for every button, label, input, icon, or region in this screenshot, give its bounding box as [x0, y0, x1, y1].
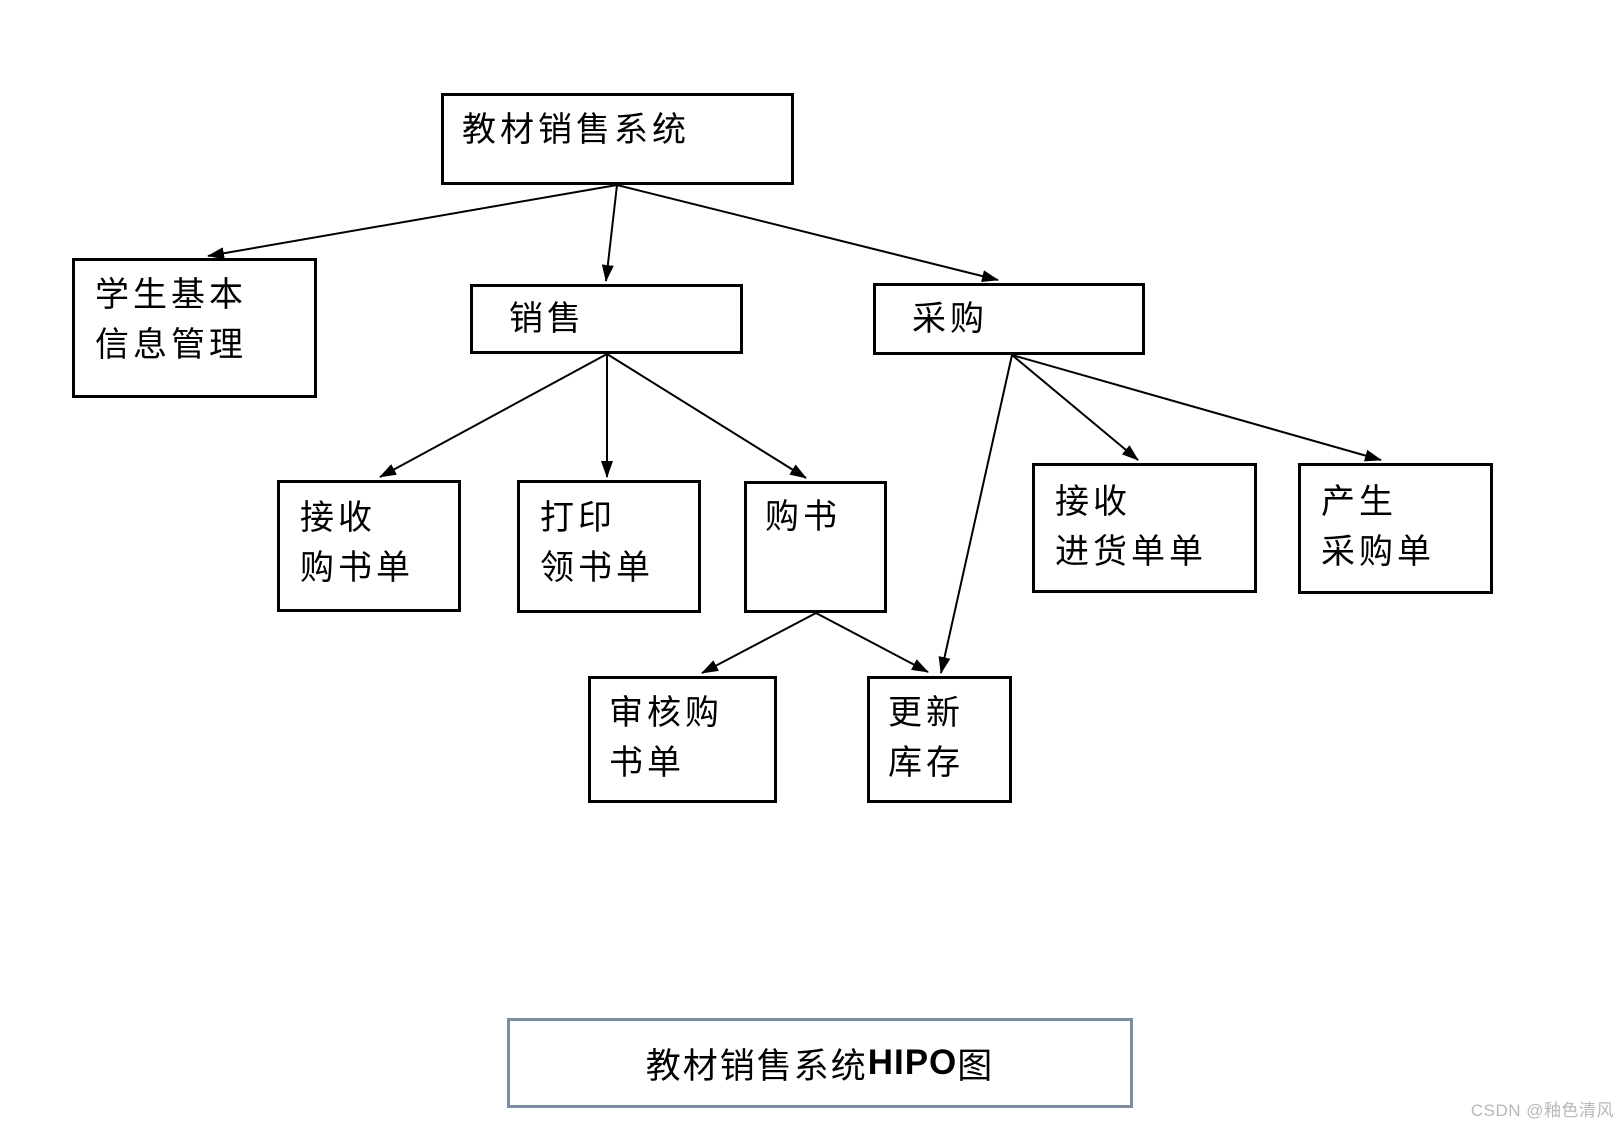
node-update-inventory: 更新 库存 — [867, 676, 1012, 803]
node-label-line1: 接收 — [1055, 484, 1131, 521]
edge-sales-to-buy-books — [606, 353, 807, 479]
edge-purchase-to-generate-purchase-order — [1011, 354, 1382, 462]
csdn-watermark: CSDN @釉色清风 — [1470, 1101, 1614, 1120]
node-sales: 销售 — [470, 284, 743, 354]
node-root-textbook-sales-system: 教材销售系统 — [441, 93, 794, 185]
caption-text-suffix: 图 — [957, 1046, 995, 1086]
caption-text-prefix: 教材销售系统 — [645, 1046, 868, 1086]
node-label-line1: 产生 — [1321, 484, 1397, 521]
edge-root-to-student-info — [207, 184, 618, 260]
edge-sales-to-receive-book-order — [379, 353, 608, 478]
edge-root-to-purchase — [616, 184, 999, 282]
node-label-line1: 审核购 — [609, 695, 723, 732]
node-label: 教材销售系统 — [462, 112, 690, 149]
edge-root-to-sales — [601, 184, 618, 282]
node-label-line2: 书单 — [609, 745, 685, 782]
node-label-line1: 接收 — [300, 500, 376, 537]
node-buy-books: 购书 — [744, 481, 887, 613]
edge-purchase-to-receive-incoming-order — [1011, 354, 1139, 461]
node-label-line2: 库存 — [888, 745, 964, 782]
node-label-line2: 领书单 — [540, 550, 654, 587]
node-label-line1: 更新 — [888, 695, 964, 732]
node-print-pickup-slip: 打印 领书单 — [517, 480, 701, 613]
node-procurement: 采购 — [873, 283, 1145, 355]
node-generate-purchase-order: 产生 采购单 — [1298, 463, 1493, 594]
node-review-book-order: 审核购 书单 — [588, 676, 777, 803]
edge-buy-books-to-review-book-order — [701, 612, 817, 674]
node-label: 销售 — [509, 301, 585, 338]
node-receive-incoming-order: 接收 进货单单 — [1032, 463, 1257, 593]
caption-text-hipo: HIPO — [867, 1043, 958, 1082]
node-label: 采购 — [912, 301, 988, 338]
node-label-line2: 购书单 — [300, 550, 414, 587]
node-label-line2: 进货单单 — [1055, 534, 1207, 571]
edge-buy-books-to-update-inventory — [815, 612, 929, 673]
node-receive-book-order: 接收 购书单 — [277, 480, 461, 612]
node-student-basic-info-management: 学生基本 信息管理 — [72, 258, 317, 398]
node-label: 购书 — [765, 499, 841, 536]
node-label-line2: 采购单 — [1321, 534, 1435, 571]
node-label-line2: 信息管理 — [95, 327, 247, 364]
node-label-line1: 打印 — [540, 500, 616, 537]
edge-purchase-to-update-inventory — [938, 354, 1013, 674]
node-label-line1: 学生基本 — [95, 277, 247, 314]
